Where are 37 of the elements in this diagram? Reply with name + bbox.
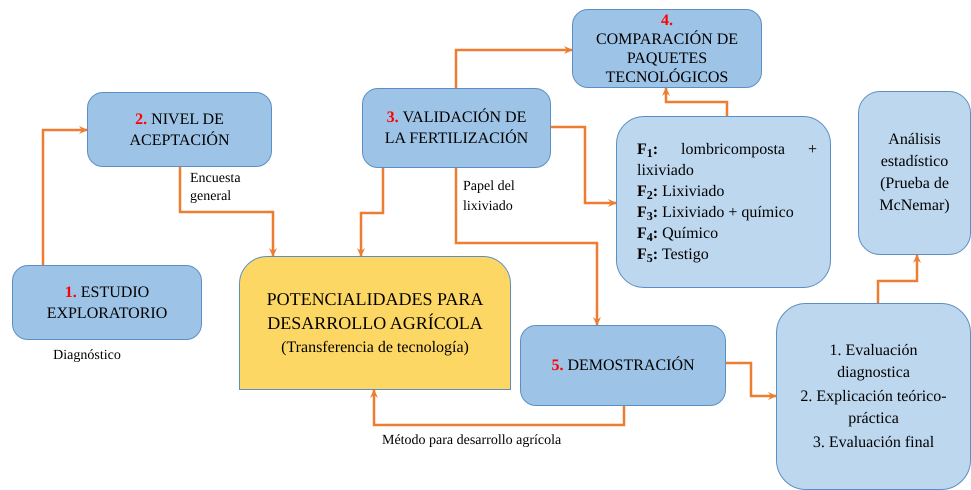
node-caption: Diagnóstico	[52, 347, 122, 365]
step-number: 4.	[661, 10, 673, 30]
treatment-item: F$_{3}$: Lixiviado + químico	[637, 203, 795, 223]
step-title: 2. NIVEL DE ACEPTACIÓN	[129, 110, 230, 148]
node-text: (Transferencia de tecnología)	[281, 338, 469, 358]
process-box	[572, 9, 762, 88]
node-text: 3. Evaluación final	[812, 432, 934, 452]
connector-arrow	[454, 168, 601, 326]
step-title: 1. ESTUDIO EXPLORATORIO	[46, 284, 168, 322]
process-box	[12, 265, 202, 340]
node-text: 1. Evaluación diagnostica	[828, 340, 918, 382]
treatment-item: F$_{5}$: Testigo	[637, 245, 710, 265]
highlight-box	[239, 256, 511, 390]
process-box	[858, 91, 971, 255]
step-title: COMPARACIÓN DE PAQUETES TECNOLÓGICOS	[594, 30, 740, 86]
connector-arrow	[357, 168, 384, 257]
connector-arrow	[876, 254, 921, 303]
step-title: 5. DEMOSTRACIÓN	[551, 357, 695, 374]
node-text: Análisis estadístico (Prueba de McNemar)	[878, 130, 951, 216]
connector-arrow	[551, 126, 617, 207]
treatment-item: F$_{1}$: lombricomposta + lixiviado	[637, 140, 817, 181]
process-box	[362, 88, 551, 168]
node-text: 2. Explicación teórico-práctica	[799, 386, 948, 428]
connector-arrow	[370, 389, 626, 426]
process-box	[520, 325, 726, 406]
process-box	[87, 92, 272, 167]
connector-arrow	[42, 126, 88, 265]
process-box	[616, 116, 831, 288]
connector-arrow	[454, 46, 573, 88]
treatment-item: F$_{4}$: Químico	[637, 224, 720, 244]
treatment-item: F$_{2}$: Lixiviado	[637, 182, 726, 202]
connector-arrow	[726, 362, 777, 400]
connector-arrow	[178, 167, 277, 257]
step-title: 3. VALIDACIÓN DE LA FERTILIZACIÓN	[384, 109, 528, 147]
connector-arrow	[662, 87, 728, 116]
process-box	[776, 303, 971, 490]
node-text: POTENCIALIDADES PARA DESARROLLO AGRÍCOLA	[266, 288, 484, 335]
